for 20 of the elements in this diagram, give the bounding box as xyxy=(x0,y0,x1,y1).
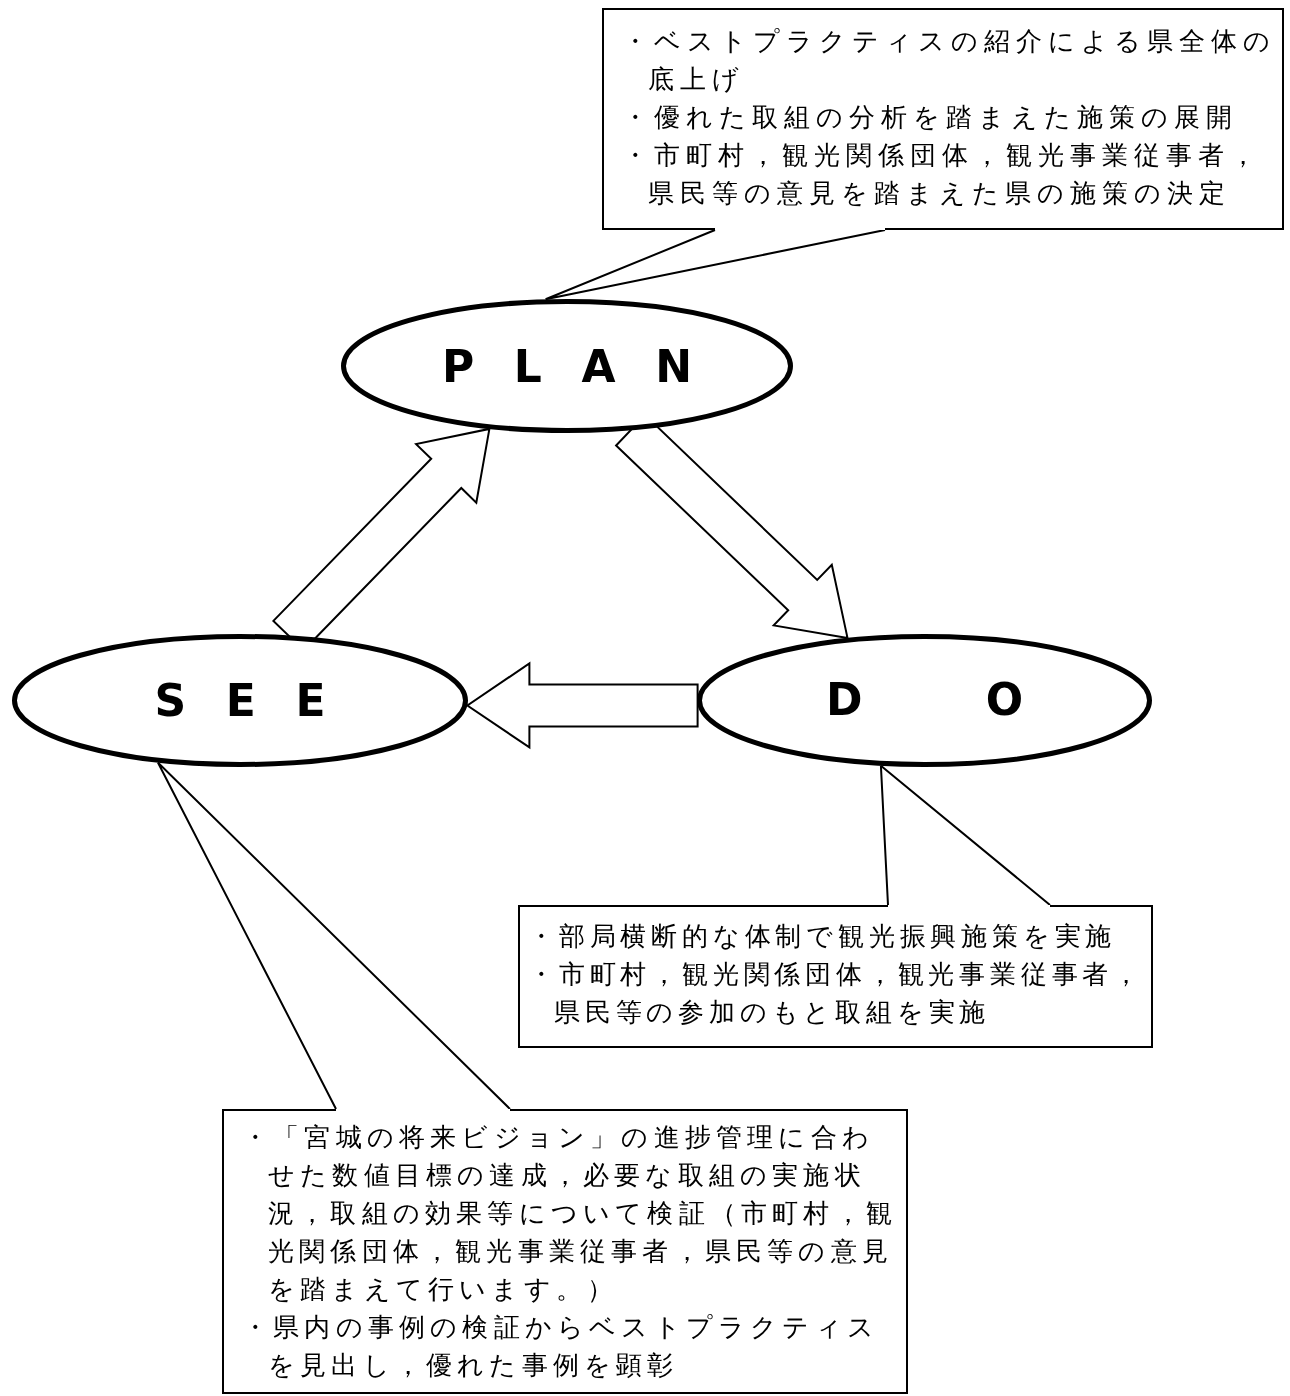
stage-ellipse xyxy=(341,299,793,433)
stage-label: D O xyxy=(825,673,1063,727)
callout-tail xyxy=(879,764,1051,906)
bullet-text: ・優れた取組の分析を踏まえた施策の展開 xyxy=(622,101,1239,134)
callout-tail xyxy=(156,761,511,1110)
callout-box xyxy=(222,1109,908,1394)
stage-ellipse xyxy=(697,634,1152,767)
bullet-text: ・市町村，観光関係団体，観光事業従事者，県民等の意見を踏まえた県の施策の決定 xyxy=(622,139,1263,210)
bullet-text: ・市町村，観光関係団体，観光事業従事者，県民等の参加のもと取組を実施 xyxy=(528,958,1145,1029)
callout-box xyxy=(602,8,1284,230)
callout-box xyxy=(518,905,1153,1048)
stage-label: PLAN xyxy=(442,340,732,392)
bullet-text: ・県内の事例の検証からベストプラクティスを見出し，優れた事例を顕彰 xyxy=(242,1311,880,1382)
stage-ellipse xyxy=(12,634,468,767)
stage-label: SEE xyxy=(154,675,366,726)
bullet-text: ・ベストプラクティスの紹介による県全体の底上げ xyxy=(622,25,1276,96)
bullet-text: ・「宮城の将来ビジョン」の進捗管理に合わせた数値目標の達成，必要な取組の実施状況，取組の効果等について検証（市町村，観光関係団体，観光事業従事者，県民等の意見を踏まえて行います。） xyxy=(242,1121,898,1306)
bullet-text: ・部局横断的な体制で観光振興施策を実施 xyxy=(528,920,1118,953)
block-arrow xyxy=(465,661,699,750)
callout-tail xyxy=(544,229,886,301)
